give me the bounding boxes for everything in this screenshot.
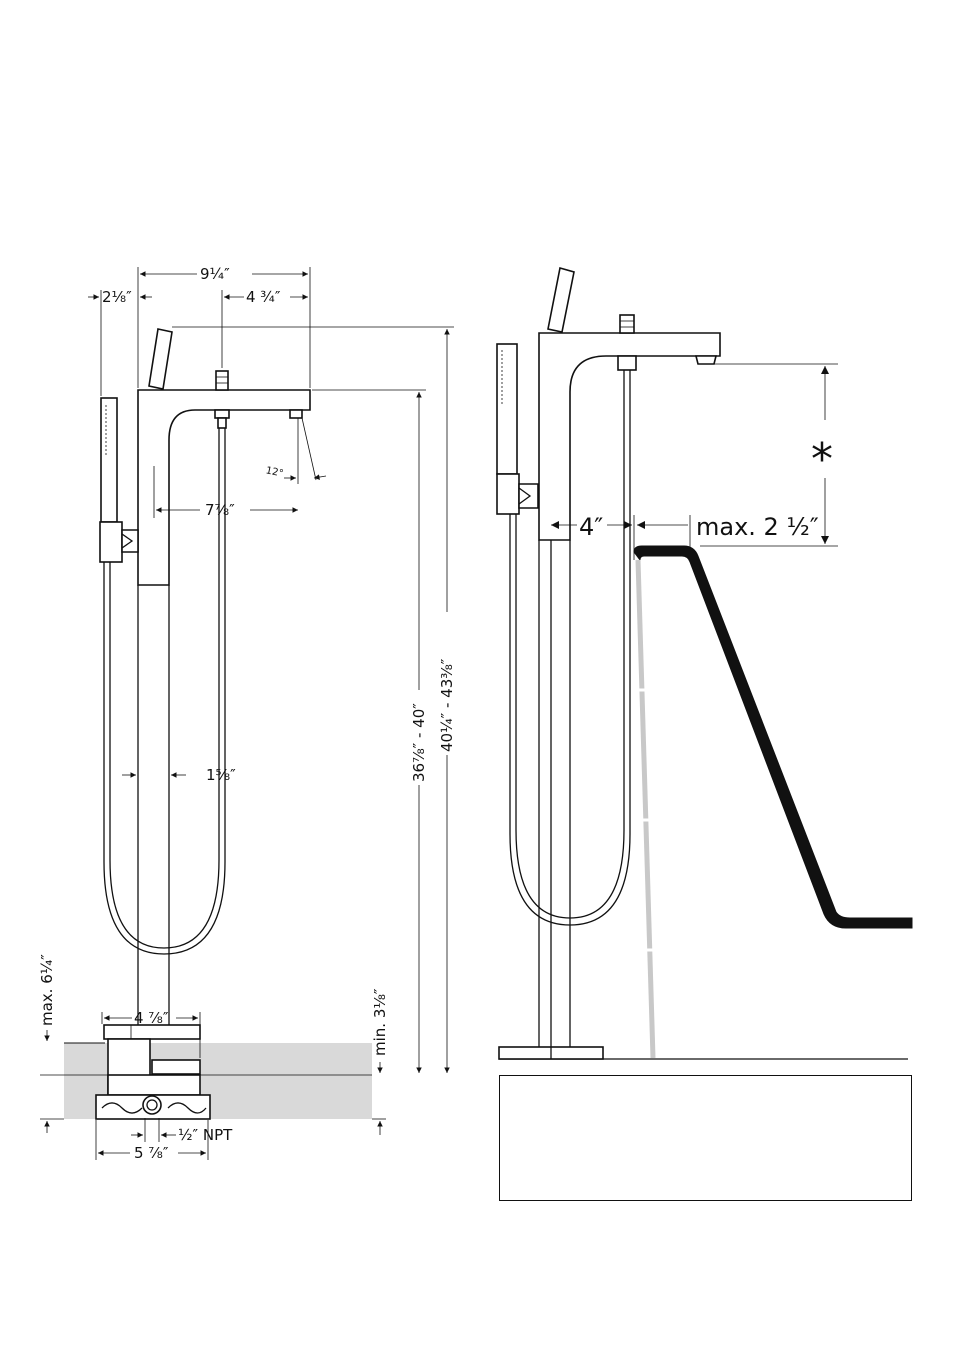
dim-rough-width-label: 4 ⅞″ [134,1009,169,1027]
dim-max-overhang: max. 2 ½″ [637,513,819,548]
dim-max-depth-label: max. 6¼″ [38,954,56,1026]
dim-max-depth: max. 6¼″ [38,954,64,1133]
right-view: 4″ max. 2 ½″ * [497,268,912,1059]
dim-spout-angle-label: 12° [265,465,285,479]
dim-star-label: * [811,434,833,485]
dim-height-spout: 36⅞″ - 40″ [312,390,428,1073]
dim-height-total-label: 40¼″ - 43⅜″ [438,658,456,752]
dim-base-width-label: 5 ⅞″ [134,1144,169,1162]
dim-total-width-label: 9¼″ [200,265,230,283]
column [138,585,169,1025]
left-view: 9¼″ 2⅛″ 4 ¾″ 12° 7⅞″ [38,265,456,1162]
dim-column-clearance-label: 4″ [579,513,603,541]
dim-column-diameter: 1⅝″ [122,766,236,784]
dim-max-overhang-label: max. 2 ½″ [696,513,819,541]
lever-handle [548,268,574,332]
rough-in-valve [96,1025,210,1119]
handshower [497,344,538,514]
dim-spout-projection-label: 7⅞″ [205,501,235,519]
dim-inlet-label: ½″ NPT [178,1126,233,1144]
guide-line [633,560,658,1058]
dim-spout-reach-label: 4 ¾″ [246,288,281,306]
diverter-knob [620,315,634,333]
dim-column-diameter-label: 1⅝″ [206,766,236,784]
dim-handshower-offset: 2⅛″ [88,288,152,396]
dim-spout-angle: 12° [265,418,326,484]
dim-height-spout-label: 36⅞″ - 40″ [410,703,428,782]
note-box [499,1075,912,1201]
dim-min-depth-label: min. 3⅛″ [371,988,389,1056]
dim-min-depth: min. 3⅛″ [371,988,389,1135]
dim-height-total: 40¼″ - 43⅜″ [172,327,456,1073]
handshower [100,398,138,562]
hose [510,356,636,925]
dim-spout-reach: 4 ¾″ [222,288,308,368]
column [539,540,570,1059]
dim-handshower-offset-label: 2⅛″ [102,288,132,306]
dim-inlet: ½″ NPT [131,1118,233,1144]
lever-handle [149,329,172,389]
tub-rim [634,546,912,928]
diverter-knob [216,371,228,390]
